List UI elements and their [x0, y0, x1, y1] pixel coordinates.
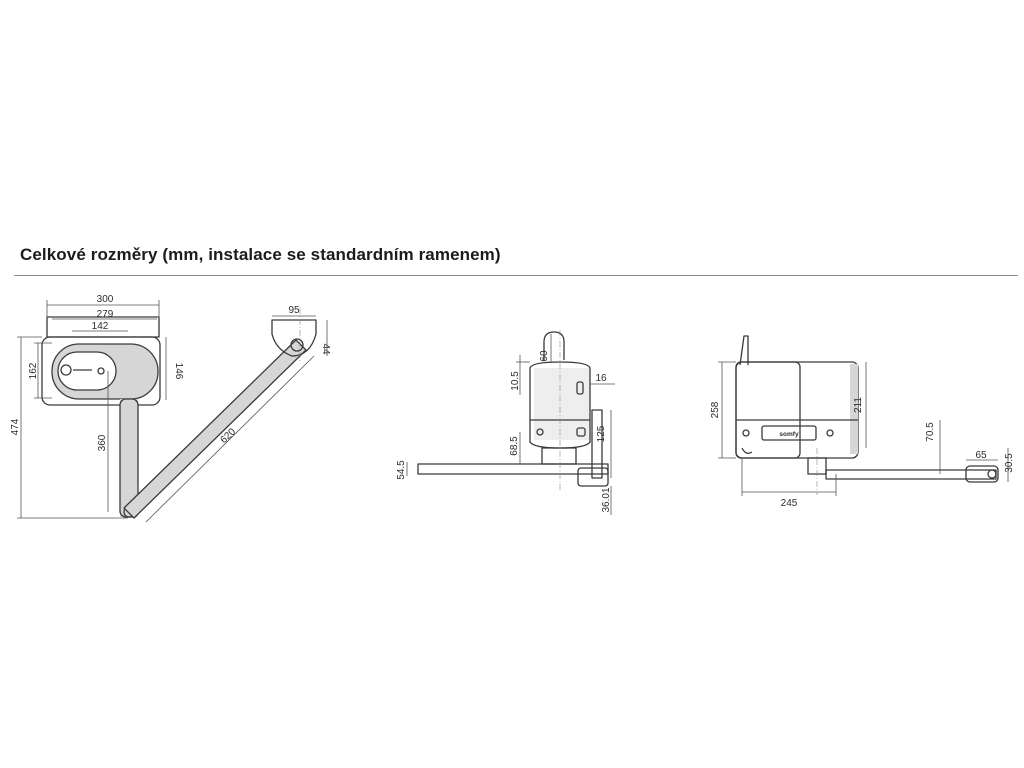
top-view-lock-icon	[60, 364, 72, 376]
side-view-top-ring	[543, 331, 565, 360]
side-view-wall-bracket	[591, 409, 603, 479]
dim-70-5: 70.5	[925, 422, 936, 442]
front-view-housing-edge	[850, 364, 858, 454]
front-view-screw	[826, 429, 834, 437]
front-view-wall-tab	[739, 335, 749, 366]
top-view-housing	[41, 336, 161, 406]
top-view-capsule	[51, 343, 159, 400]
dim-360: 360	[97, 434, 108, 451]
dim-245: 245	[781, 498, 798, 509]
top-view-pivot	[97, 367, 105, 375]
dim-474: 474	[10, 418, 21, 435]
side-view-gearbox	[541, 447, 577, 465]
dim-line-620	[145, 355, 315, 523]
front-view-logo-plate	[761, 425, 817, 441]
front-view-cable-hook	[741, 447, 753, 454]
dim-95: 95	[288, 305, 300, 316]
dim-146: 146	[173, 363, 184, 380]
dim-125: 125	[596, 425, 607, 442]
dim-65: 65	[975, 450, 987, 461]
dim-142: 142	[92, 321, 109, 332]
top-view-diagonal-arm	[123, 339, 307, 519]
side-view-body-shade	[534, 368, 590, 440]
side-view-slot	[576, 427, 586, 437]
top-view-gate-bracket	[271, 319, 317, 357]
dim-279: 279	[97, 309, 114, 320]
top-view-diagonal-arm-shade	[124, 340, 306, 518]
somfy-logo: somfy	[779, 431, 799, 438]
dim-54-5: 54.5	[396, 460, 407, 480]
dim-211: 211	[853, 397, 864, 413]
dim-60: 60	[539, 350, 550, 362]
dim-36-01: 36.01	[601, 487, 612, 512]
front-view-arm-pivot	[987, 469, 997, 479]
side-view-arm-end	[577, 467, 609, 487]
front-view-housing	[735, 361, 859, 459]
top-view-bracket-pivot	[290, 338, 304, 352]
title-divider	[14, 275, 1018, 276]
front-view-screw	[742, 429, 750, 437]
front-view-arm-end	[965, 465, 999, 483]
dim-10-5: 10.5	[510, 371, 521, 391]
side-view-screw	[536, 428, 544, 436]
dim-68-5: 68.5	[509, 436, 520, 456]
top-view: 300 279 142 162 146 474 360 620 95 44	[10, 294, 331, 523]
side-view-slot	[576, 381, 584, 395]
side-view-body	[529, 361, 591, 449]
dim-30-5: 30.5	[1004, 453, 1015, 473]
dim-44: 44	[320, 343, 331, 355]
top-view-cover	[57, 351, 117, 391]
diagram-title: Celkové rozměry (mm, instalace se standa…	[20, 245, 501, 264]
front-view-housing-left	[735, 361, 801, 459]
front-view-arm	[825, 469, 997, 480]
side-view: 60 10.5 16 125 68.5 54.5 36.01	[396, 330, 615, 515]
dim-258: 258	[710, 401, 721, 418]
dim-162: 162	[28, 362, 39, 379]
dim-300: 300	[97, 294, 114, 305]
front-view: somfy 258 211 70.5 65 30.5 245	[710, 335, 1015, 509]
top-view-arm-shade	[120, 399, 138, 517]
dim-16: 16	[595, 373, 607, 384]
